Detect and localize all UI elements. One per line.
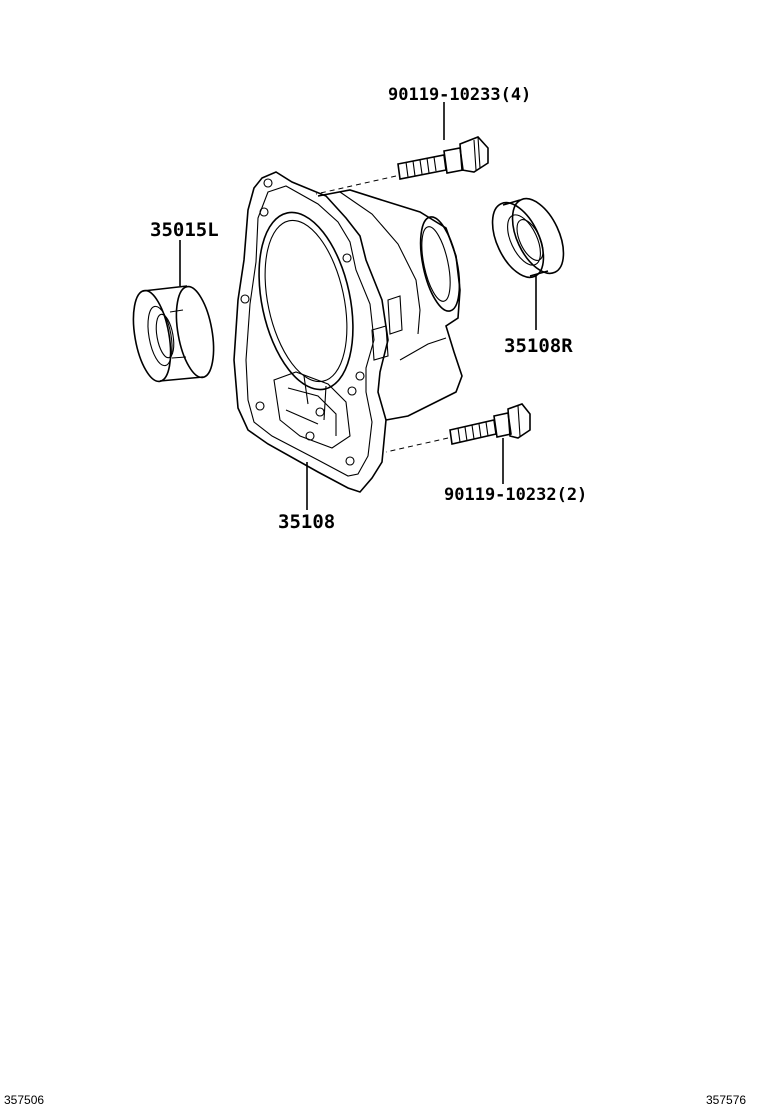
label-bolt-lower: 90119-10232(2) — [444, 485, 587, 505]
label-oil-seal-right: 35108R — [504, 335, 573, 357]
left-bearing — [132, 285, 215, 383]
lower-bolt — [449, 403, 531, 445]
housing — [233, 171, 463, 493]
footer-code-right: 357576 — [706, 1093, 746, 1107]
footer-code-left: 357506 — [4, 1093, 44, 1107]
dashed-guide-upper — [315, 175, 397, 195]
label-housing: 35108 — [278, 511, 335, 533]
label-bearing-left: 35015L — [150, 219, 219, 241]
label-bolt-upper: 90119-10233(4) — [388, 85, 531, 105]
upper-bolt — [397, 136, 489, 180]
dashed-guide-lower — [385, 437, 449, 453]
right-oil-seal — [491, 197, 565, 279]
